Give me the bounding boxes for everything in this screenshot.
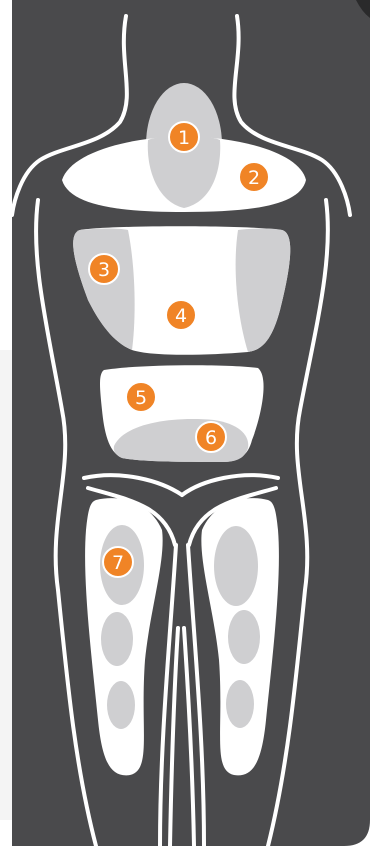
marker-7-label: 7 <box>112 552 124 574</box>
marker-5: 5 <box>126 382 156 412</box>
left-background-strip <box>0 350 12 820</box>
marker-7: 7 <box>103 547 133 577</box>
zone-7-left-middle <box>101 612 133 666</box>
marker-1-label: 1 <box>178 127 190 149</box>
marker-1: 1 <box>169 122 199 152</box>
zone-7-right-middle <box>228 610 260 664</box>
marker-6-label: 6 <box>205 427 217 449</box>
marker-4: 4 <box>166 300 196 330</box>
marker-5-label: 5 <box>135 387 147 409</box>
marker-4-label: 4 <box>175 305 187 327</box>
marker-3: 3 <box>89 254 119 284</box>
zone-7-right-lower <box>226 680 254 728</box>
zone-7-right-upper <box>214 526 258 606</box>
zone-7-left-lower <box>107 681 135 729</box>
marker-2: 2 <box>239 162 269 192</box>
marker-3-label: 3 <box>98 259 110 281</box>
marker-2-label: 2 <box>248 167 260 189</box>
marker-6: 6 <box>196 422 226 452</box>
